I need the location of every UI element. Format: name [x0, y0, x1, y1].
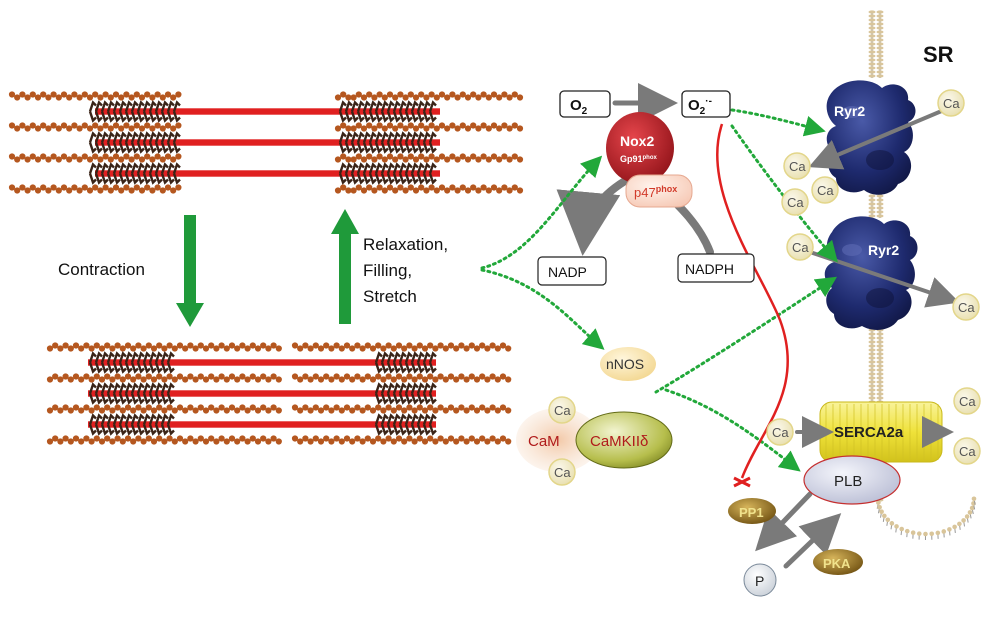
calcium-ion-label: Ca [959, 444, 976, 459]
sarcomere-contracted [46, 342, 512, 445]
ryr2-bottom-label: Ryr2 [868, 242, 899, 258]
ryr2-top-label: Ryr2 [834, 103, 865, 119]
calcium-ion-label: Ca [958, 300, 975, 315]
phosphate: P [743, 563, 777, 597]
calcium-ion-label: Ca [554, 403, 571, 418]
p47-label: p47phox [634, 184, 677, 200]
sarcomere-relaxed [8, 91, 524, 194]
svg-text:PLB: PLB [834, 473, 862, 490]
svg-text:PKA: PKA [823, 556, 851, 571]
svg-text:P: P [755, 573, 764, 589]
svg-text:O2: O2 [570, 97, 588, 117]
svg-text:NADP: NADP [548, 264, 587, 280]
calcium-ion [953, 387, 981, 415]
o2-box: O2 [559, 90, 611, 118]
cam-label: CaM [528, 433, 560, 450]
svg-text:PP1: PP1 [739, 505, 764, 520]
serca2a-pump: SERCA2a [819, 401, 943, 463]
calcium-ion [783, 152, 811, 180]
red-inhibition-line [716, 123, 790, 488]
calcium-ion-label: Ca [943, 96, 960, 111]
gp91-label: Gp91phox [620, 154, 658, 164]
pka: PKA [813, 549, 863, 575]
calcium-ion [548, 458, 576, 486]
nadp-box: NADP [537, 256, 607, 286]
nadph-box: NADPH [677, 253, 755, 283]
calcium-ion [953, 437, 981, 465]
ryr2-channel-top: Ryr2 [826, 80, 916, 195]
nox2-label: Nox2 [620, 133, 654, 149]
relaxation-arrow [331, 209, 359, 324]
calcium-ion [781, 188, 809, 216]
superoxide-box: O2·- [681, 90, 731, 118]
contraction-label: Contraction [58, 260, 145, 279]
cam-camkii-complex: CaM CaMKIIδ [516, 408, 673, 472]
calcium-ion-label: Ca [772, 425, 789, 440]
contraction-arrow [176, 215, 204, 327]
svg-text:O2·-: O2·- [688, 96, 712, 117]
plb: PLB [803, 455, 901, 505]
nnos: nNOS [600, 347, 656, 381]
calcium-ion [811, 176, 839, 204]
calcium-ion-label: Ca [817, 183, 834, 198]
calcium-ion-label: Ca [792, 240, 809, 255]
calcium-ion [766, 418, 794, 446]
calcium-ion-label: Ca [959, 394, 976, 409]
camkii-label: CaMKIIδ [590, 433, 648, 450]
calcium-ion-label: Ca [554, 465, 571, 480]
nox2-complex: Nox2 Gp91phox [606, 112, 674, 184]
calcium-ion [548, 396, 576, 424]
calcium-ion-label: Ca [789, 159, 806, 174]
calcium-ion [937, 89, 965, 117]
sr-label: SR [923, 42, 954, 67]
calcium-ion-label: Ca [787, 195, 804, 210]
relaxation-label: Relaxation, Filling, Stretch [363, 235, 453, 306]
p47phox: p47phox [625, 174, 693, 208]
svg-text:NADPH: NADPH [685, 261, 734, 277]
pp1: PP1 [728, 498, 776, 524]
svg-text:nNOS: nNOS [606, 356, 644, 372]
calcium-ion [786, 233, 814, 261]
serca2a-label: SERCA2a [834, 424, 904, 441]
calcium-ion [952, 293, 980, 321]
